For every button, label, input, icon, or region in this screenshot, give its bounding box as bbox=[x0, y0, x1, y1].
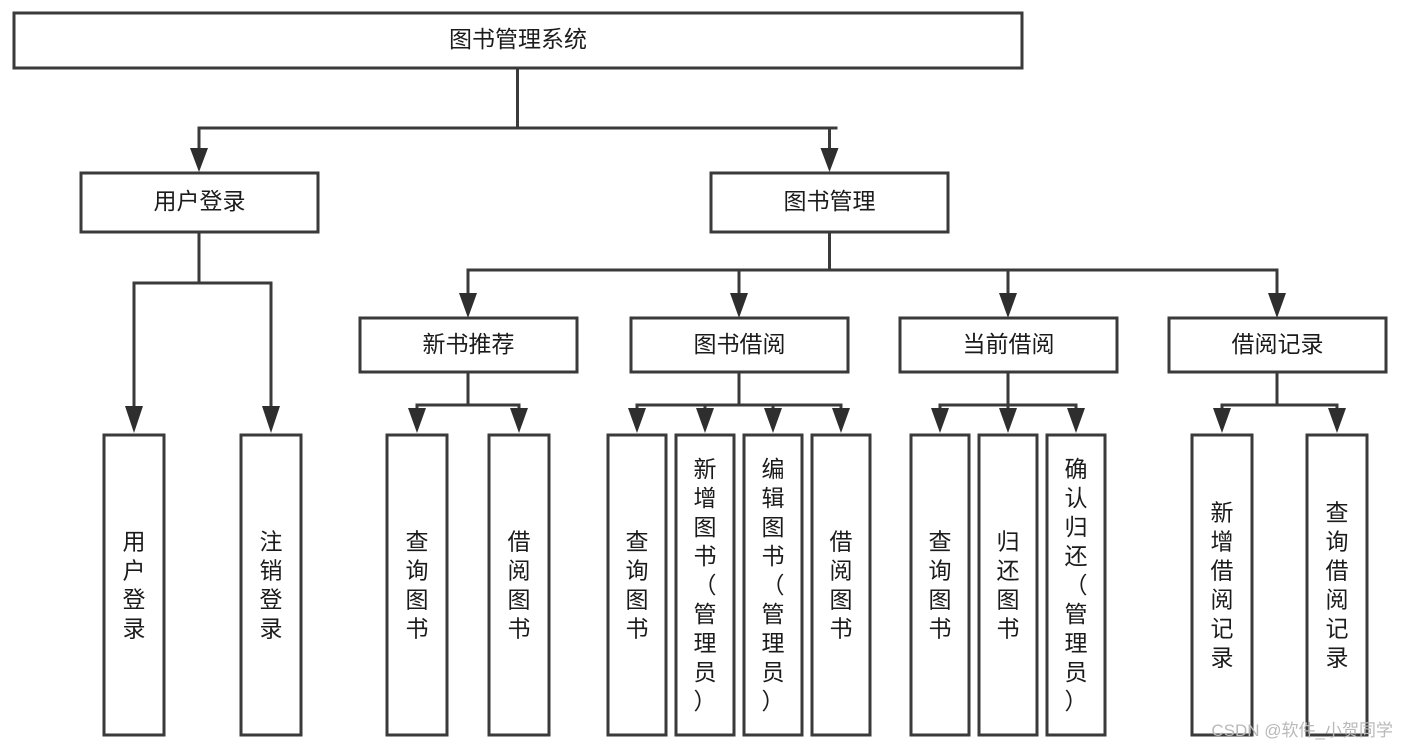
connector-group-root bbox=[190, 66, 839, 172]
arrow-head-leaf-query-book-3 bbox=[931, 408, 949, 433]
arrow-head-leaf-edit-book bbox=[764, 408, 782, 433]
node-leaf-add-book-box[interactable] bbox=[674, 433, 736, 737]
node-user-login-label: 用户登录 bbox=[154, 188, 246, 214]
arrow-head-leaf-add-record bbox=[1213, 408, 1231, 433]
node-leaf-add-record-label: 新增借阅记录 bbox=[1211, 500, 1234, 671]
node-leaf-confirm-return-label: 确认归还（管理员） bbox=[1065, 456, 1088, 714]
node-leaf-user-login-label: 用户登录 bbox=[123, 529, 146, 642]
node-leaf-return-book[interactable]: 归还图书 bbox=[977, 433, 1039, 737]
node-leaf-confirm-return-box[interactable] bbox=[1045, 433, 1107, 737]
node-leaf-logout-box[interactable] bbox=[239, 433, 303, 737]
node-book-manage[interactable]: 图书管理 bbox=[709, 171, 950, 234]
node-leaf-logout-label: 注销登录 bbox=[260, 529, 283, 642]
arrow-head-currentborrow bbox=[999, 293, 1017, 318]
node-leaf-query-book-2-label: 查询图书 bbox=[626, 529, 649, 642]
node-leaf-query-book-1[interactable]: 查询图书 bbox=[385, 433, 449, 737]
node-leaf-query-book-1-label: 查询图书 bbox=[406, 529, 429, 642]
node-leaf-borrow-book-2[interactable]: 借阅图书 bbox=[810, 433, 872, 737]
arrow-head-bookborrow bbox=[730, 293, 748, 318]
node-borrow-record-box[interactable] bbox=[1167, 316, 1388, 374]
arrow-head-leaf-add-book bbox=[696, 408, 714, 433]
arrow-head-leaf-confirm-return bbox=[1067, 408, 1085, 433]
node-leaf-query-book-1-box[interactable] bbox=[385, 433, 449, 737]
node-current-borrow-box[interactable] bbox=[898, 316, 1119, 374]
arrow-head-leaf-logout bbox=[262, 406, 280, 433]
node-leaf-borrow-book-1[interactable]: 借阅图书 bbox=[487, 433, 551, 737]
node-book-borrow-label: 图书借阅 bbox=[694, 331, 786, 357]
node-leaf-query-book-2-box[interactable] bbox=[606, 433, 668, 737]
arrow-head-leaf-query-book-2 bbox=[628, 408, 646, 433]
node-leaf-edit-book-box[interactable] bbox=[742, 433, 804, 737]
node-leaf-add-record-box[interactable] bbox=[1190, 433, 1254, 737]
arrow-head-leaf-query-book-1 bbox=[408, 408, 426, 433]
node-leaf-return-book-box[interactable] bbox=[977, 433, 1039, 737]
node-leaf-query-book-2[interactable]: 查询图书 bbox=[606, 433, 668, 737]
node-leaf-logout[interactable]: 注销登录 bbox=[239, 433, 303, 737]
arrow-head-leaf-query-record bbox=[1328, 408, 1346, 433]
arrow-head-newbook bbox=[459, 293, 477, 318]
node-current-borrow[interactable]: 当前借阅 bbox=[898, 316, 1119, 374]
node-user-login-box[interactable] bbox=[79, 171, 320, 234]
node-book-manage-label: 图书管理 bbox=[784, 188, 876, 214]
arrow-head-leaf-user-login bbox=[125, 406, 143, 433]
node-borrow-record-label: 借阅记录 bbox=[1232, 331, 1324, 357]
node-leaf-borrow-book-2-box[interactable] bbox=[810, 433, 872, 737]
arrow-head-borrowrecord bbox=[1268, 293, 1286, 318]
node-book-borrow[interactable]: 图书借阅 bbox=[629, 316, 850, 374]
node-leaf-add-record[interactable]: 新增借阅记录 bbox=[1190, 433, 1254, 737]
node-leaf-query-book-3-label: 查询图书 bbox=[929, 529, 952, 642]
node-leaf-borrow-book-1-label: 借阅图书 bbox=[508, 529, 531, 642]
arrow-head-bookmanage bbox=[820, 148, 839, 172]
node-current-borrow-label: 当前借阅 bbox=[963, 331, 1055, 357]
node-leaf-borrow-book-1-box[interactable] bbox=[487, 433, 551, 737]
node-leaf-user-login-box[interactable] bbox=[102, 433, 166, 737]
node-leaf-return-book-label: 归还图书 bbox=[997, 529, 1020, 642]
arrow-head-leaf-borrow-book-1 bbox=[510, 408, 528, 433]
connector-group-current-borrow bbox=[931, 370, 1085, 433]
node-leaf-query-record-box[interactable] bbox=[1305, 433, 1369, 737]
node-root-box[interactable] bbox=[12, 11, 1024, 70]
node-leaf-edit-book[interactable]: 编辑图书（管理员） bbox=[742, 433, 804, 737]
node-user-login[interactable]: 用户登录 bbox=[79, 171, 320, 234]
connector-group-user-login bbox=[125, 230, 280, 433]
arrow-head-leaf-return-book bbox=[999, 408, 1017, 433]
node-book-borrow-box[interactable] bbox=[629, 316, 850, 374]
node-new-book-rec-box[interactable] bbox=[358, 316, 579, 374]
node-leaf-borrow-book-2-label: 借阅图书 bbox=[830, 529, 853, 642]
node-leaf-query-record[interactable]: 查询借阅记录 bbox=[1305, 433, 1369, 737]
node-leaf-add-book[interactable]: 新增图书（管理员） bbox=[674, 433, 736, 737]
node-leaf-add-book-label: 新增图书（管理员） bbox=[694, 456, 717, 714]
node-root-label: 图书管理系统 bbox=[449, 26, 587, 52]
node-leaf-user-login[interactable]: 用户登录 bbox=[102, 433, 166, 737]
node-new-book-rec-label: 新书推荐 bbox=[423, 331, 515, 357]
node-leaf-query-book-3[interactable]: 查询图书 bbox=[909, 433, 971, 737]
node-root[interactable]: 图书管理系统 bbox=[12, 11, 1024, 70]
node-leaf-query-record-label: 查询借阅记录 bbox=[1326, 500, 1349, 671]
connector-group-book-manage bbox=[459, 230, 1286, 318]
connector-group-book-borrow bbox=[628, 370, 850, 433]
connector-group-borrow-record bbox=[1213, 370, 1346, 433]
arrow-head-userlogin bbox=[190, 148, 208, 172]
node-book-manage-box[interactable] bbox=[709, 171, 950, 234]
node-leaf-confirm-return[interactable]: 确认归还（管理员） bbox=[1045, 433, 1107, 737]
node-new-book-rec[interactable]: 新书推荐 bbox=[358, 316, 579, 374]
node-leaf-query-book-3-box[interactable] bbox=[909, 433, 971, 737]
arrow-head-leaf-borrow-book-2 bbox=[832, 408, 850, 433]
node-borrow-record[interactable]: 借阅记录 bbox=[1167, 316, 1388, 374]
node-leaf-edit-book-label: 编辑图书（管理员） bbox=[762, 456, 785, 714]
connector-group-new-book-rec bbox=[408, 370, 528, 433]
